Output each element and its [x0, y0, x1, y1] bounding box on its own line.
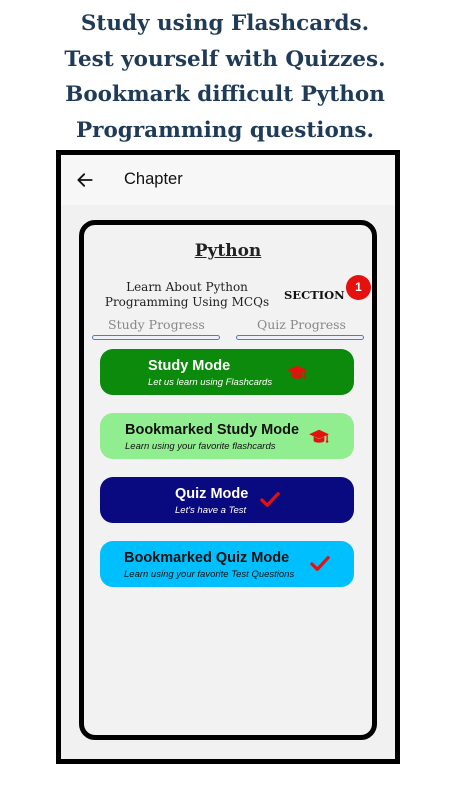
promo-line-4: Programming questions. — [75, 117, 375, 143]
promo-text: Study using Flashcards. Test yourself wi… — [0, 6, 450, 148]
bookmarked-study-mode-button[interactable]: Bookmarked Study Mode Learn using your f… — [100, 413, 354, 459]
section-number-badge: 1 — [346, 275, 371, 300]
chapter-card: Python Learn About Python Programming Us… — [79, 220, 377, 740]
chapter-title: Python — [84, 241, 372, 261]
description-line-1: Learn About Python — [126, 280, 248, 294]
promo-line-3: Bookmark difficult Python — [65, 82, 385, 107]
mode-title: Bookmarked Quiz Mode — [124, 550, 290, 566]
study-progress-label: Study Progress — [108, 317, 205, 332]
promo-line-2: Test yourself with Quizzes. — [64, 46, 386, 72]
chapter-title-text: Python — [194, 241, 262, 261]
checkmark-icon — [260, 492, 280, 508]
checkmark-icon — [310, 556, 330, 572]
bookmarked-quiz-mode-button[interactable]: Bookmarked Quiz Mode Learn using your fa… — [100, 541, 354, 587]
study-mode-button[interactable]: Study Mode Let us learn using Flashcards — [100, 349, 354, 395]
mode-subtitle: Let's have a Test — [175, 505, 247, 516]
arrow-left-icon[interactable] — [75, 170, 95, 190]
phone-frame: Chapter Python Learn About Python Progra… — [56, 150, 400, 764]
promo-line-1: Study using Flashcards. — [80, 11, 370, 36]
graduation-cap-icon — [287, 365, 307, 379]
description-line-2: Programming Using MCQs — [104, 295, 270, 309]
page-title: Chapter — [124, 170, 183, 188]
mode-subtitle: Let us learn using Flashcards — [148, 377, 273, 388]
graduation-cap-icon — [309, 429, 329, 443]
chapter-description: Learn About Python Programming Using MCQ… — [96, 280, 278, 310]
mode-title: Quiz Mode — [175, 486, 249, 502]
quiz-mode-button[interactable]: Quiz Mode Let's have a Test — [100, 477, 354, 523]
mode-subtitle: Learn using your favorite Test Questions — [124, 569, 295, 580]
study-progress-bar — [92, 335, 220, 340]
mode-title: Bookmarked Study Mode — [125, 422, 300, 438]
quiz-progress-bar — [236, 335, 364, 340]
mode-subtitle: Learn using your favorite flashcards — [125, 441, 276, 452]
quiz-progress-label: Quiz Progress — [257, 317, 346, 332]
mode-title: Study Mode — [148, 358, 231, 374]
app-bar: Chapter — [61, 155, 395, 205]
section-label: SECTION — [284, 288, 345, 302]
